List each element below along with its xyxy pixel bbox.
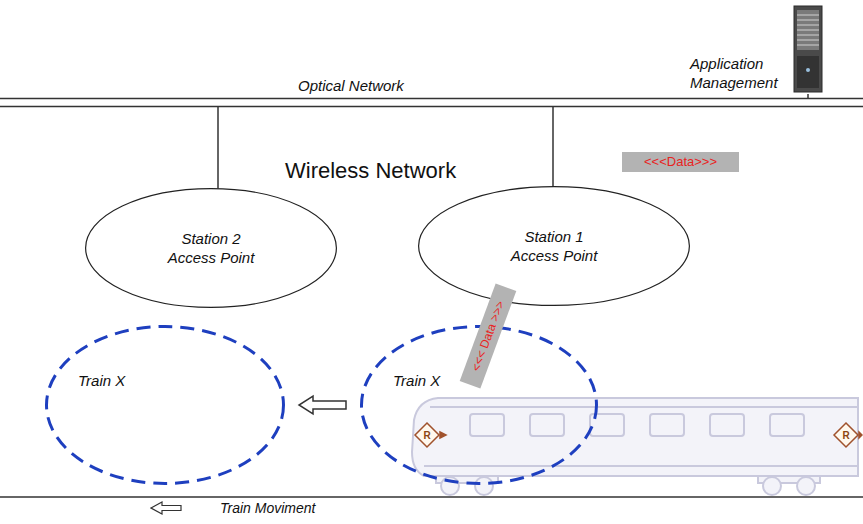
hollow-arrow bbox=[151, 502, 181, 514]
train-underframe bbox=[424, 465, 858, 467]
node-label: Station 2 Access Point bbox=[161, 229, 261, 267]
radio-symbol bbox=[415, 423, 862, 447]
fiber-line bbox=[0, 98, 863, 100]
access-point-outline bbox=[86, 189, 337, 308]
access-point-ellipse: Station 1 Access Point bbox=[418, 186, 690, 306]
network-link bbox=[217, 107, 219, 189]
radio-diamond bbox=[834, 423, 858, 447]
server-case bbox=[794, 6, 822, 92]
access-point-ellipse: Station 2 Access Point bbox=[85, 188, 337, 308]
train-wheel bbox=[797, 477, 815, 495]
optical-fiber-lines bbox=[0, 96, 863, 108]
node-label: Application Management bbox=[690, 54, 786, 92]
train-window bbox=[650, 414, 684, 436]
train-window bbox=[770, 414, 804, 436]
train-roof-line bbox=[430, 406, 858, 408]
server-slot bbox=[797, 40, 819, 41]
server-led bbox=[806, 68, 810, 72]
train-window bbox=[530, 414, 564, 436]
train-window bbox=[710, 414, 744, 436]
node-label: Train X bbox=[393, 372, 440, 390]
node-label: Station 1 Access Point bbox=[504, 227, 604, 265]
edge-label: <<< Data >>> bbox=[460, 284, 517, 389]
node-label: Train X bbox=[78, 372, 125, 390]
server-slot bbox=[797, 30, 819, 31]
legend-entry: Train Moviment bbox=[150, 500, 315, 516]
fiber-line bbox=[0, 106, 863, 108]
server-slot bbox=[797, 15, 819, 16]
train-body bbox=[412, 398, 858, 476]
movement-arrow bbox=[299, 396, 346, 414]
access-point-outline bbox=[419, 187, 690, 306]
ellipse-outline bbox=[85, 188, 337, 308]
server-icon bbox=[794, 6, 822, 92]
dashed-ellipse bbox=[45, 325, 285, 485]
server-slot bbox=[797, 20, 819, 21]
legend-label: Train Moviment bbox=[220, 500, 315, 516]
server-slot bbox=[797, 35, 819, 36]
radio-letter: R bbox=[842, 430, 849, 441]
train-wheel bbox=[763, 477, 781, 495]
radio-diamond bbox=[415, 423, 439, 447]
server-base bbox=[797, 56, 819, 88]
server-node: Application Management bbox=[690, 4, 824, 94]
network-link bbox=[552, 107, 554, 187]
server-slot bbox=[797, 25, 819, 26]
radio-pointer bbox=[440, 432, 446, 438]
server-slot bbox=[797, 45, 819, 46]
train-window bbox=[470, 414, 504, 436]
radio-pointer bbox=[859, 432, 862, 438]
radio-letter: R bbox=[423, 430, 430, 441]
legend-arrow-sample bbox=[150, 501, 182, 515]
network-title: Wireless Network bbox=[285, 158, 456, 184]
coverage-outline bbox=[47, 327, 284, 484]
server-panel bbox=[797, 10, 819, 50]
train-illustration bbox=[412, 398, 858, 495]
ground-line bbox=[0, 496, 863, 498]
train-coverage-ellipse: Train X bbox=[45, 325, 285, 485]
train-wheel bbox=[475, 477, 493, 495]
data-tag: <<<Data>>> bbox=[622, 152, 739, 172]
ellipse-outline bbox=[418, 186, 690, 306]
